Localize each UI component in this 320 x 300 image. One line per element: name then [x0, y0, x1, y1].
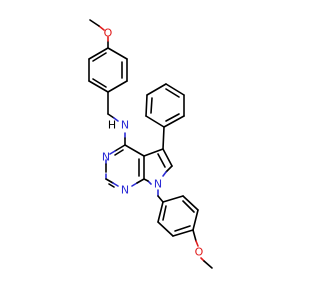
oxygen-bottom-label: O	[195, 246, 204, 259]
top-methoxy-group	[89, 19, 109, 49]
oxygen-top-label: O	[104, 27, 113, 40]
bottom-methoxyphenyl-ring	[157, 189, 199, 237]
pyrimidine-n1-label: N	[121, 184, 129, 197]
molecule-canvas: O N H N N N O	[88, 19, 213, 269]
pyrimidine-n3-label: N	[102, 151, 110, 164]
pyrrole-n7-label: N	[154, 178, 162, 191]
pyrrole-ring	[143, 148, 173, 185]
amine-hydrogen-label: H	[108, 119, 116, 132]
amine-nitrogen-label: N	[121, 119, 129, 132]
pyrimidine-ring	[105, 144, 145, 188]
phenyl-ring	[145, 83, 185, 150]
bottom-methoxy-group	[192, 229, 213, 269]
benzyl-linker	[107, 91, 119, 122]
top-methoxyphenyl-ring	[88, 47, 128, 93]
molecule-structure: O N H N N N O	[88, 19, 213, 269]
